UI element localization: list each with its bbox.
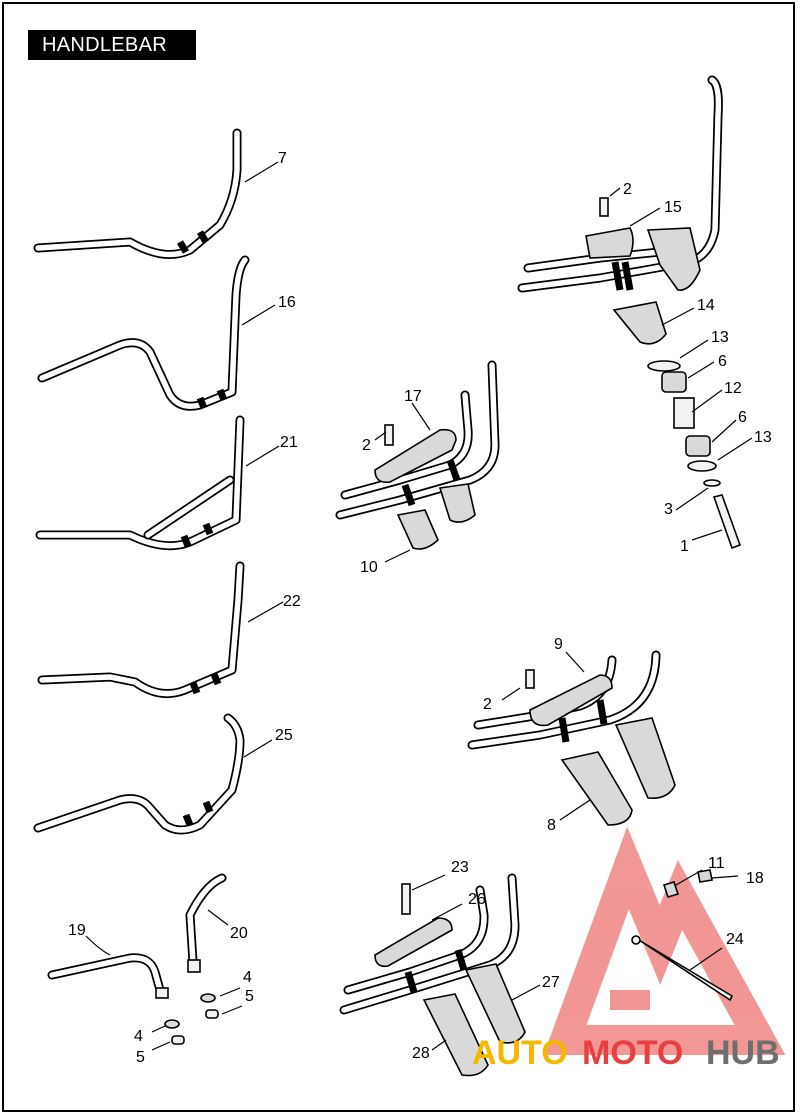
label-2a: 2 — [362, 437, 371, 454]
label-27: 27 — [542, 974, 560, 991]
label-17: 17 — [404, 388, 422, 405]
label-9: 9 — [554, 636, 563, 653]
page-title: HANDLEBAR — [28, 30, 196, 60]
label-13a: 13 — [711, 329, 729, 346]
label-2b: 2 — [623, 181, 632, 198]
label-19: 19 — [68, 922, 86, 939]
label-15: 15 — [664, 199, 682, 216]
label-11: 11 — [708, 855, 725, 872]
label-21: 21 — [280, 434, 298, 451]
label-2c: 2 — [483, 696, 492, 713]
label-18: 18 — [746, 870, 764, 887]
label-6a: 6 — [718, 353, 727, 370]
handlebar-20 — [185, 873, 229, 973]
label-7: 7 — [278, 150, 287, 167]
label-14: 14 — [697, 297, 715, 314]
riser-assembly-26 — [339, 873, 541, 1077]
watermark-logo — [543, 826, 786, 1055]
label-5b: 5 — [136, 1049, 145, 1066]
clips-11-18-24 — [631, 869, 739, 1002]
label-3: 3 — [664, 501, 673, 518]
handlebar-16 — [37, 255, 276, 411]
label-23: 23 — [451, 859, 469, 876]
part-number-labels: 7 16 21 22 25 19 20 4 5 4 5 17 2 10 2 15… — [68, 150, 772, 1066]
label-4b: 4 — [134, 1028, 143, 1045]
handlebar-25 — [33, 713, 273, 835]
label-6b: 6 — [738, 409, 747, 426]
handlebar-7 — [33, 128, 279, 259]
riser-assembly-9 — [467, 650, 676, 826]
label-1: 1 — [680, 538, 689, 555]
fittings-4-5 — [151, 987, 243, 1051]
watermark-hub: HUB — [706, 1034, 780, 1072]
label-13b: 13 — [754, 429, 772, 446]
watermark-auto: AUTO — [472, 1034, 568, 1072]
handlebar-22 — [37, 561, 284, 699]
label-20: 20 — [230, 925, 248, 942]
riser-assembly-15 — [517, 75, 753, 550]
handlebar-21 — [35, 415, 280, 551]
label-12: 12 — [724, 380, 742, 397]
riser-assembly-17 — [335, 360, 500, 563]
label-24: 24 — [726, 931, 744, 948]
watermark-text: AUTO MOTO HUB — [472, 1034, 780, 1072]
label-4a: 4 — [243, 969, 252, 986]
label-10: 10 — [360, 559, 378, 576]
label-5a: 5 — [245, 988, 254, 1005]
label-26: 26 — [468, 891, 486, 908]
label-28: 28 — [412, 1045, 430, 1062]
watermark-moto: MOTO — [582, 1034, 683, 1072]
label-8: 8 — [547, 817, 556, 834]
handlebar-19 — [47, 935, 169, 999]
label-25: 25 — [275, 727, 293, 744]
label-16: 16 — [278, 294, 296, 311]
label-22: 22 — [283, 593, 301, 610]
